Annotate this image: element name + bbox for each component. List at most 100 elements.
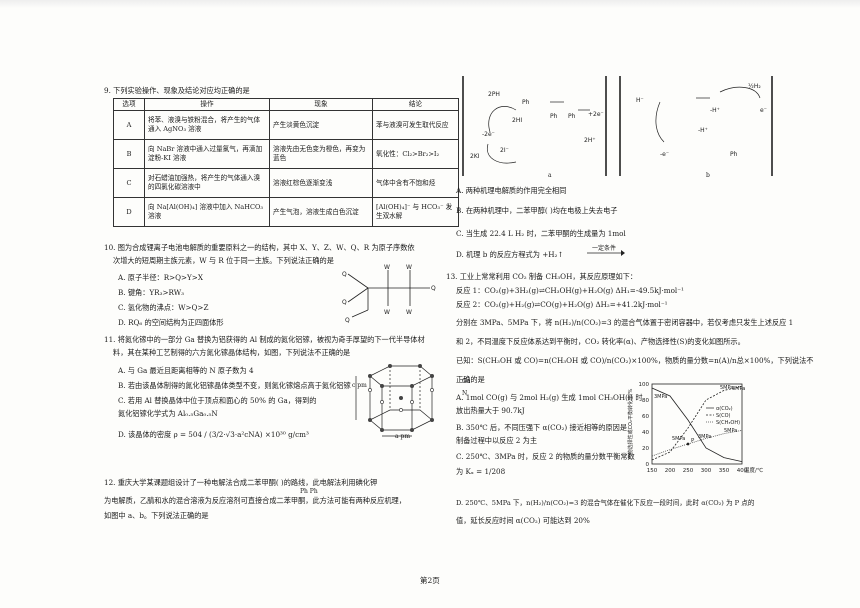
y-tick-label: 60: [642, 414, 649, 420]
svg-text:W: W: [406, 309, 412, 316]
q11-option-b: B. 若由该晶体制得的氮化铝镓晶体类型不变，则氮化镓熔点高于氮化铝镓: [118, 381, 351, 390]
svg-text:Ph: Ph: [522, 99, 530, 106]
q12-stem-2: 为电解质，乙腈和水的混合溶液为反应溶剂可直接合成二苯甲酮，此方法可能有两种反应机…: [104, 496, 406, 505]
svg-text:W: W: [406, 264, 412, 271]
x-axis-label: 温度/℃: [744, 466, 763, 474]
q13-option-b-cont: 制备过程中以反应 2 为主: [456, 436, 538, 445]
svg-text:2KI: 2KI: [470, 153, 480, 160]
cell: 产生气泡，溶液生成白色沉淀: [269, 197, 373, 227]
q13-reaction-2: 反应 2：CO₂(g)+H₂(g)⇌CO(g)+H₂O(g) ΔH₂=+41.2…: [456, 300, 668, 309]
cell: 向 Na[Al(OH)₄] 溶液中加入 NaHCO₃ 溶液: [144, 197, 270, 227]
q13-desc-4: 正确的是: [456, 375, 485, 384]
y-tick-label: 0: [646, 462, 650, 468]
cell: C: [113, 168, 145, 198]
cell: [Al(OH)₄]⁻ 与 HCO₃⁻ 发生双水解: [372, 197, 459, 227]
q11-stem-2: 料，其在某种工艺制得的六方氮化镓晶体结构，如图，下列说法不正确的是: [113, 348, 351, 357]
series-label: 3MPa: [654, 394, 667, 400]
q10-structure-diagram: QQW WWW QQ: [342, 264, 436, 324]
svg-text:Q: Q: [431, 285, 436, 292]
svg-text:H⁻: H⁻: [636, 97, 644, 104]
series-label: 3MPa: [698, 434, 711, 440]
q13-option-b: B. 350℃ 后，不同压强下 α(CO₂) 接近相等的原因是: [456, 423, 628, 432]
q10-option-a: A. 原子半径：R>Q>Y>X: [118, 273, 203, 282]
point-p-label: P: [691, 438, 695, 444]
q11-option-a: A. 与 Ga 最近且距离相等的 N 原子数为 4: [118, 366, 254, 375]
series-label: 5MPa: [672, 436, 685, 442]
q12-option-b: B. 在两种机理中，二苯甲醇( )均在电极上失去电子: [456, 206, 618, 215]
series-line: [651, 387, 743, 462]
x-tick-label: 200: [665, 468, 676, 474]
svg-text:-H⁺: -H⁺: [698, 127, 708, 134]
q13-option-c: C. 250℃、3MPa 时，反应 2 的物质的量分数平衡常数: [456, 452, 635, 461]
q11-option-c: C. 若用 Al 替换晶体中位于顶点和面心的 50% 的 Ga，得到的: [118, 396, 317, 405]
q12-condition: 一定条件: [592, 245, 617, 252]
q10-stem-1: 10. 图为合成锂离子电池电解质的重要原料之一的结构，其中 X、Y、Z、W、Q、…: [104, 243, 415, 252]
y-tick-label: 40: [642, 430, 649, 436]
x-tick-label: 350: [719, 468, 730, 474]
series-line: [651, 430, 743, 457]
q13-stem: 13. 工业上常常利用 CO₂ 制备 CH₃OH，其反应原理如下：: [446, 272, 638, 281]
point-p: [686, 442, 690, 446]
svg-text:2PH: 2PH: [488, 91, 500, 98]
q13-option-a-cont: 放出热量大于 90.7kJ: [456, 406, 525, 415]
cell: B: [113, 139, 145, 169]
table-row: B 向 NaBr 溶液中通入过量氯气，再滴加淀粉-KI 溶液 溶液先由无色变为橙…: [113, 139, 459, 169]
series-label: 5MPa: [720, 385, 733, 391]
series-label: 5MPa: [724, 428, 737, 434]
q12-mechanism-a-label: a: [548, 172, 552, 179]
table-row: D 向 Na[Al(OH)₄] 溶液中加入 NaHCO₃ 溶液 产生气泡，溶液生…: [113, 197, 459, 227]
q9-header-operation: 操作: [144, 98, 270, 111]
q12-mechanism-b-label: b: [706, 172, 710, 179]
y-tick-label: 20: [642, 446, 649, 452]
cell: A: [113, 110, 145, 140]
legend-entry: S(CH₃OH): [716, 420, 740, 426]
q11-crystal-diagram: [355, 364, 434, 437]
q9-stem: 9. 下列实验操作、现象及结论对应均正确的是: [104, 86, 250, 95]
svg-text:Ph: Ph: [730, 151, 738, 158]
svg-text:2HI: 2HI: [512, 117, 522, 124]
svg-text:2I⁻: 2I⁻: [500, 147, 509, 154]
q11-legend-n: N: [462, 390, 468, 397]
cell: 向 NaBr 溶液中通入过量氯气，再滴加淀粉-KI 溶液: [144, 139, 270, 169]
q12-ketone-label: Ph Ph: [300, 488, 318, 495]
svg-text:Q: Q: [342, 299, 347, 306]
x-tick-label: 300: [701, 468, 712, 474]
q11-axis-a: a pm: [395, 433, 411, 440]
x-tick-label: 250: [683, 468, 694, 474]
svg-text:-e⁻: -e⁻: [660, 151, 669, 158]
series-label: 3MPa: [732, 386, 745, 392]
q9-header-option: 选项: [113, 98, 145, 111]
cell: 对石蜡油加强热，将产生的气体通入溴的四氯化碳溶液中: [144, 168, 270, 198]
q9-table: 选项 操作 现象 结论 A 将苯、液溴与铁粉混合，将产生的气体通入 AgNO₃ …: [113, 98, 459, 227]
svg-text:Q: Q: [345, 317, 350, 324]
q13-reaction-1: 反应 1：CO₂(g)+3H₂(g)⇌CH₃OH(g)+H₂O(g) ΔH₁=-…: [456, 286, 684, 295]
q13-option-d-cont: 值，延长反应时间 α(CO₂) 可能达到 20%: [456, 516, 590, 525]
q12-stem-3: 如图中 a、b。下列说法正确的是: [104, 511, 209, 520]
q13-option-d: D. 250℃、5MPa 下，n(H₂)/n(CO₂)=3 的混合气体在催化下反…: [456, 499, 755, 507]
chart-frame: [651, 383, 743, 465]
svg-text:e⁻: e⁻: [760, 107, 767, 114]
x-tick-label: 150: [647, 468, 658, 474]
svg-text:W: W: [384, 264, 390, 271]
q11-legend-ga: Ga: [462, 378, 471, 385]
cell: 产生淡黄色沉淀: [269, 110, 373, 140]
q11-axis-c: c pm: [352, 382, 367, 389]
legend-entry: S(CO): [716, 413, 731, 419]
cell: 溶液红棕色逐渐变浅: [269, 168, 373, 198]
q11-stem-1: 11. 将氮化镓中的一部分 Ga 替换为铝获得的 Al 制成的氮化铝镓，被视为奇…: [104, 335, 425, 344]
q10-option-b: B. 键角：YR₃>RW₃: [118, 288, 184, 297]
cell: 将苯、液溴与铁粉混合，将产生的气体通入 AgNO₃ 溶液: [144, 110, 270, 140]
q9-header-conclusion: 结论: [372, 98, 459, 111]
q11-option-d: D. 该晶体的密度 ρ = 504 / (3/2·√3·a²cNA) ×10³⁰…: [118, 430, 309, 439]
svg-text:-H⁺: -H⁺: [710, 107, 720, 114]
svg-text:Ph: Ph: [550, 113, 558, 120]
q13-desc-1: 分别在 3MPa、5MPa 下，将 n(H₂)/n(CO₂)=3 的混合气体置于…: [456, 318, 794, 327]
q12-option-a: A. 两种机理电解质的作用完全相同: [456, 186, 567, 195]
svg-text:+2e⁻: +2e⁻: [588, 111, 604, 118]
cell: 氧化性：Cl₂>Br₂>I₂: [372, 139, 459, 169]
q12-option-d: D. 机理 b 的反应方程式为 +H₂↑: [456, 250, 564, 259]
cell: D: [113, 197, 145, 227]
q10-option-d: D. RQ₆ 的空间结构为正四面体形: [118, 318, 224, 327]
